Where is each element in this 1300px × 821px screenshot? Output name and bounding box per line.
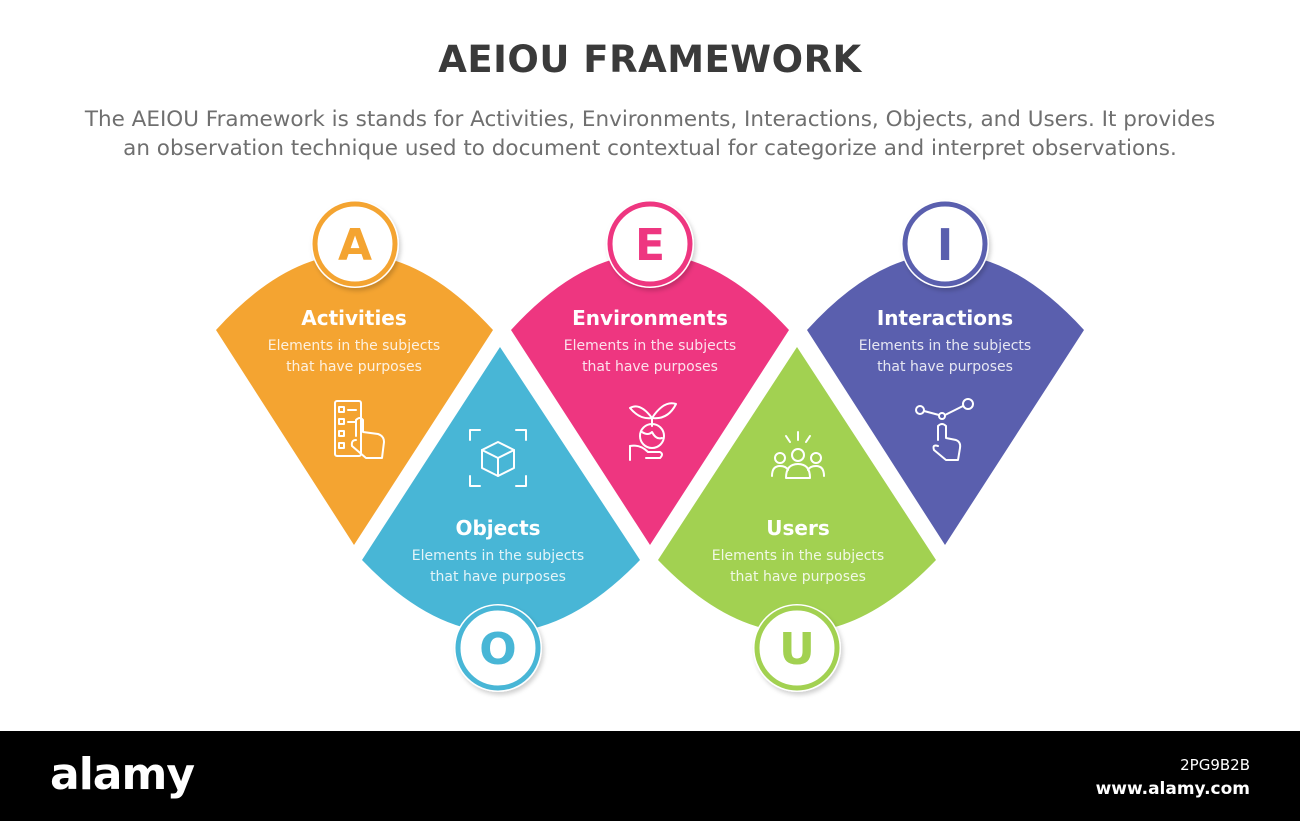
checklist-tap-icon <box>334 400 385 459</box>
touch-network-icon <box>915 398 974 461</box>
letter-o: O <box>479 624 516 675</box>
petal-interactions-desc-1: Elements in the subjects <box>859 338 1031 354</box>
subtitle-line-2: an observation technique used to documen… <box>123 136 1177 161</box>
petal-users-shape <box>658 347 936 633</box>
footer-logo: alamy <box>50 749 195 800</box>
petal-interactions-desc-2: that have purposes <box>877 359 1013 375</box>
subtitle-line-1: The AEIOU Framework is stands for Activi… <box>84 107 1216 132</box>
petal-interactions-shape <box>807 254 1084 545</box>
letter-i: I <box>937 220 953 271</box>
petal-environments-shape <box>511 254 789 545</box>
petal-environments: Environments Elements in the subjects th… <box>511 254 789 545</box>
petal-objects-shape <box>362 347 640 633</box>
user-group-icon <box>771 431 825 479</box>
page-title: AEIOU FRAMEWORK <box>438 38 862 81</box>
letter-circle-i: I <box>901 200 989 288</box>
petal-activities-title: Activities <box>301 306 407 330</box>
petal-objects-desc-1: Elements in the subjects <box>412 548 584 564</box>
aeiou-diagram: Activities Elements in the subjects that… <box>216 200 1084 692</box>
footer-url: www.alamy.com <box>1095 779 1250 799</box>
petal-users-title: Users <box>766 516 829 540</box>
page-subtitle: The AEIOU Framework is stands for Activi… <box>40 105 1260 163</box>
letter-circle-a: A <box>311 200 399 288</box>
letter-circle-u: U <box>753 604 841 692</box>
footer-image-id: 2PG9B2B <box>1180 756 1250 774</box>
letter-a: A <box>338 220 372 271</box>
petal-activities-desc-2: that have purposes <box>286 359 422 375</box>
letter-e: E <box>635 220 665 271</box>
petal-environments-desc-1: Elements in the subjects <box>564 338 736 354</box>
petal-objects-title: Objects <box>455 516 540 540</box>
watermark-footer: alamy 2PG9B2B www.alamy.com <box>0 731 1300 821</box>
footer-info: 2PG9B2B www.alamy.com <box>1096 753 1250 801</box>
box-scan-icon <box>469 429 527 487</box>
petal-activities: Activities Elements in the subjects that… <box>216 254 493 545</box>
petal-environments-title: Environments <box>572 306 728 330</box>
petal-activities-desc-1: Elements in the subjects <box>268 338 440 354</box>
petal-users: Users Elements in the subjects that have… <box>658 347 936 633</box>
letter-circle-e: E <box>606 200 694 288</box>
letter-circle-o: O <box>454 604 542 692</box>
petal-users-desc-2: that have purposes <box>730 569 866 585</box>
petal-environments-desc-2: that have purposes <box>582 359 718 375</box>
petal-users-desc-1: Elements in the subjects <box>712 548 884 564</box>
petal-objects-desc-2: that have purposes <box>430 569 566 585</box>
petal-objects: Objects Elements in the subjects that ha… <box>362 347 640 633</box>
petal-interactions-title: Interactions <box>877 306 1013 330</box>
globe-plant-hand-icon <box>629 402 677 461</box>
petal-activities-shape <box>216 254 493 545</box>
petal-interactions: Interactions Elements in the subjects th… <box>807 254 1084 545</box>
letter-u: U <box>779 624 815 675</box>
